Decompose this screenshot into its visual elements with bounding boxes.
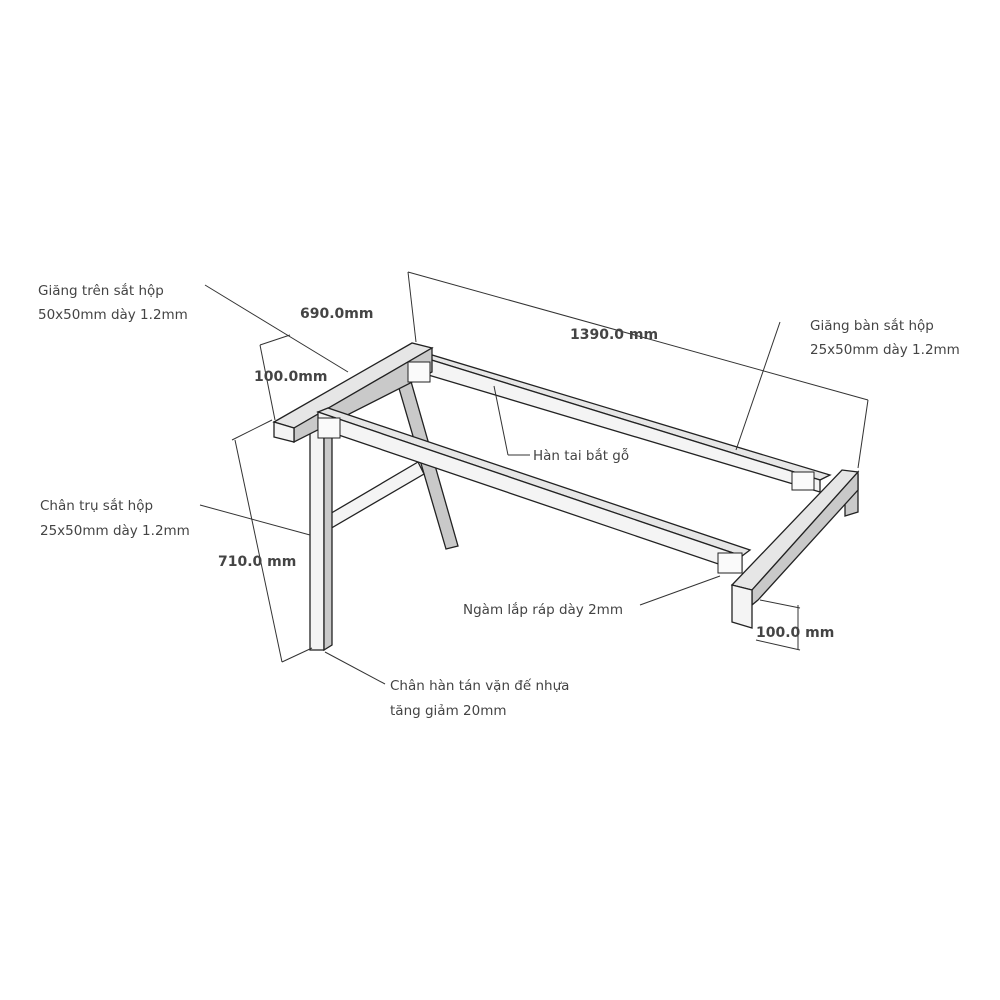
length-dimension: 1390.0 mm bbox=[570, 327, 658, 343]
leg-label-1: Chân trụ sắt hộp bbox=[40, 497, 153, 514]
foot-overhang-dimension: 100.0 mm bbox=[756, 625, 834, 641]
top-beam-label-2: 50x50mm dày 1.2mm bbox=[38, 307, 188, 323]
joint-plate bbox=[317, 417, 341, 439]
foot-label-2: tăng giảm 20mm bbox=[390, 703, 507, 719]
joint-plate bbox=[717, 552, 743, 574]
joint-label: Ngàm lắp ráp dày 2mm bbox=[463, 601, 623, 618]
width-dimension: 690.0mm bbox=[300, 306, 373, 322]
height-dimension: 710.0 mm bbox=[218, 554, 296, 570]
leader-lines bbox=[199, 271, 869, 685]
right-beam-end bbox=[731, 584, 753, 629]
leg-label-2: 25x50mm dày 1.2mm bbox=[40, 523, 190, 539]
joint-plate bbox=[791, 471, 815, 491]
rail-label-2: 25x50mm dày 1.2mm bbox=[810, 342, 960, 358]
front-left-leg-side bbox=[323, 424, 333, 652]
leg-brace bbox=[327, 461, 425, 532]
overhang-dimension: 100.0mm bbox=[254, 369, 327, 385]
rail-label-1: Giăng bàn sắt hộp bbox=[810, 317, 934, 334]
top-beam-label-1: Giăng trên sắt hộp bbox=[38, 282, 164, 299]
joint-plate bbox=[407, 361, 431, 383]
top-beam-end bbox=[273, 421, 295, 443]
foot-label-1: Chân hàn tán vặn đế nhựa bbox=[390, 677, 569, 694]
weld-tab-label: Hàn tai bắt gỗ bbox=[533, 447, 629, 464]
front-left-leg bbox=[309, 427, 325, 651]
right-beam-side bbox=[751, 470, 859, 607]
